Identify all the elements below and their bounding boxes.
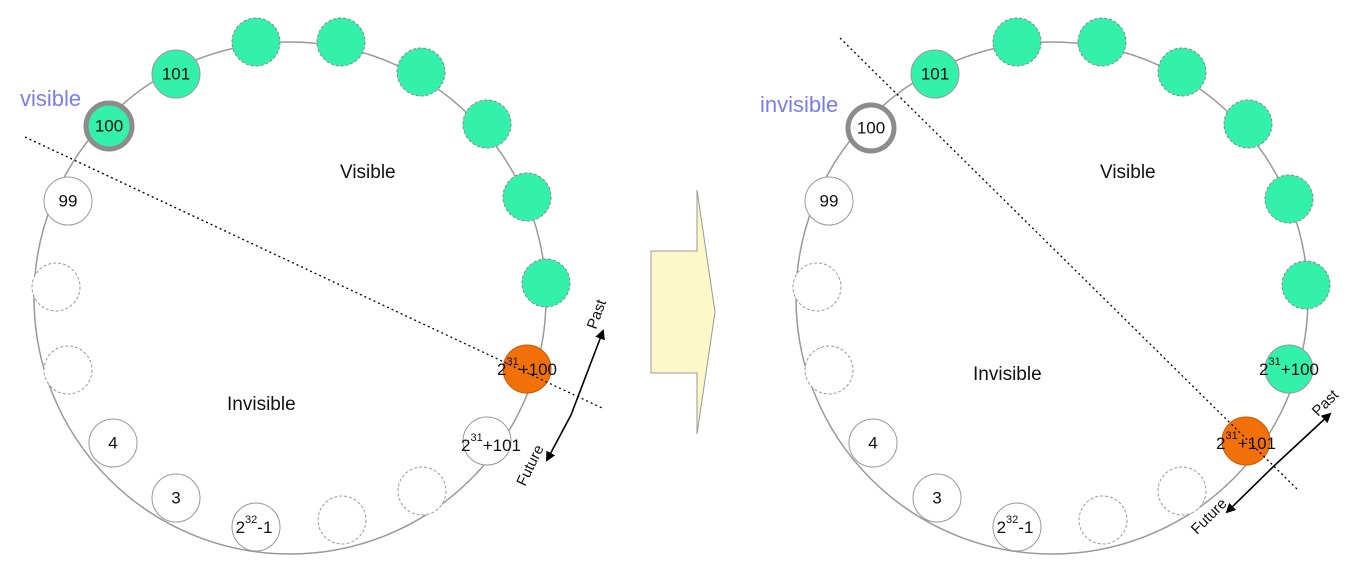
right-node-99 bbox=[804, 176, 854, 226]
right-node-green-1 bbox=[992, 17, 1042, 67]
right-ring-diagram: 101 100 99 4 3 232-1 231+101 231+100 inv… bbox=[760, 17, 1343, 555]
right-node-4 bbox=[848, 418, 898, 468]
left-past-arrow bbox=[570, 329, 605, 416]
right-node-empty-4 bbox=[1157, 466, 1207, 516]
left-node-3 bbox=[151, 473, 201, 523]
left-node-101 bbox=[151, 49, 201, 99]
left-node-green-4 bbox=[462, 99, 512, 149]
right-node-green-2 bbox=[1077, 17, 1127, 67]
left-node-green-5 bbox=[502, 172, 552, 222]
left-node-4 bbox=[88, 418, 138, 468]
right-node-2-31-plus-101-label: 231+101 bbox=[1216, 430, 1276, 453]
right-node-empty-1 bbox=[792, 262, 842, 312]
left-ring-diagram: 101 100 99 4 3 232-1 231+101 231+100 vis… bbox=[20, 17, 611, 555]
left-future-arrow bbox=[546, 414, 572, 462]
right-node-empty-2 bbox=[804, 345, 854, 395]
left-node-2-31-plus-100-label: 231+100 bbox=[497, 356, 557, 379]
right-node-green-6 bbox=[1281, 260, 1331, 310]
right-future-arrow bbox=[1225, 464, 1276, 514]
right-node-2-31-plus-100 bbox=[1264, 344, 1314, 394]
right-past-arrow bbox=[1274, 412, 1332, 466]
left-node-green-6 bbox=[521, 258, 571, 308]
left-node-empty-2 bbox=[43, 345, 93, 395]
left-node-empty-1 bbox=[31, 262, 81, 312]
right-node-green-4 bbox=[1223, 99, 1273, 149]
right-node-100 bbox=[845, 102, 897, 154]
right-node-2-32-minus-1 bbox=[992, 502, 1042, 552]
left-node-empty-4 bbox=[397, 466, 447, 516]
right-node-100-label: 100 bbox=[857, 119, 885, 138]
left-node-2-31-plus-101-label: 231+101 bbox=[461, 432, 521, 455]
left-node-100-label: 100 bbox=[95, 117, 123, 136]
left-node-3-label: 3 bbox=[171, 489, 180, 508]
left-node-green-1 bbox=[231, 17, 281, 67]
left-past-label: Past bbox=[584, 297, 611, 332]
right-node-3 bbox=[912, 473, 962, 523]
left-node-2-31-plus-100 bbox=[502, 344, 552, 394]
right-node-2-31-plus-101 bbox=[1221, 416, 1271, 466]
left-node-4-label: 4 bbox=[108, 434, 117, 453]
left-node-2-31-plus-101 bbox=[462, 416, 512, 466]
left-status-word: visible bbox=[20, 86, 81, 111]
left-node-empty-3 bbox=[317, 495, 367, 545]
right-past-label: Past bbox=[1309, 386, 1343, 420]
right-node-green-5 bbox=[1264, 174, 1314, 224]
right-invisible-label: Invisible bbox=[973, 364, 1042, 385]
left-node-green-3 bbox=[396, 47, 446, 97]
left-node-101-label: 101 bbox=[162, 65, 190, 84]
left-node-100 bbox=[83, 100, 135, 152]
right-node-empty-3 bbox=[1078, 495, 1128, 545]
right-node-4-label: 4 bbox=[868, 434, 877, 453]
left-visible-label: Visible bbox=[340, 162, 396, 183]
left-node-green-2 bbox=[316, 17, 366, 67]
right-node-101 bbox=[910, 49, 960, 99]
right-status-word: invisible bbox=[760, 92, 838, 117]
right-visible-label: Visible bbox=[1100, 162, 1156, 183]
right-node-99-label: 99 bbox=[820, 192, 839, 211]
left-node-99-label: 99 bbox=[59, 192, 78, 211]
right-node-2-32-minus-1-label: 232-1 bbox=[997, 514, 1034, 537]
right-node-2-31-plus-100-label: 231+100 bbox=[1259, 356, 1319, 379]
left-node-2-32-minus-1 bbox=[231, 502, 281, 552]
right-node-101-label: 101 bbox=[921, 65, 949, 84]
transition-arrow bbox=[650, 189, 716, 435]
left-invisible-label: Invisible bbox=[227, 394, 296, 415]
left-node-99 bbox=[43, 176, 93, 226]
right-node-3-label: 3 bbox=[932, 489, 941, 508]
left-divider-line bbox=[24, 136, 603, 409]
left-node-2-32-minus-1-label: 232-1 bbox=[236, 514, 273, 537]
right-divider-line bbox=[839, 37, 1299, 491]
right-node-green-3 bbox=[1157, 47, 1207, 97]
